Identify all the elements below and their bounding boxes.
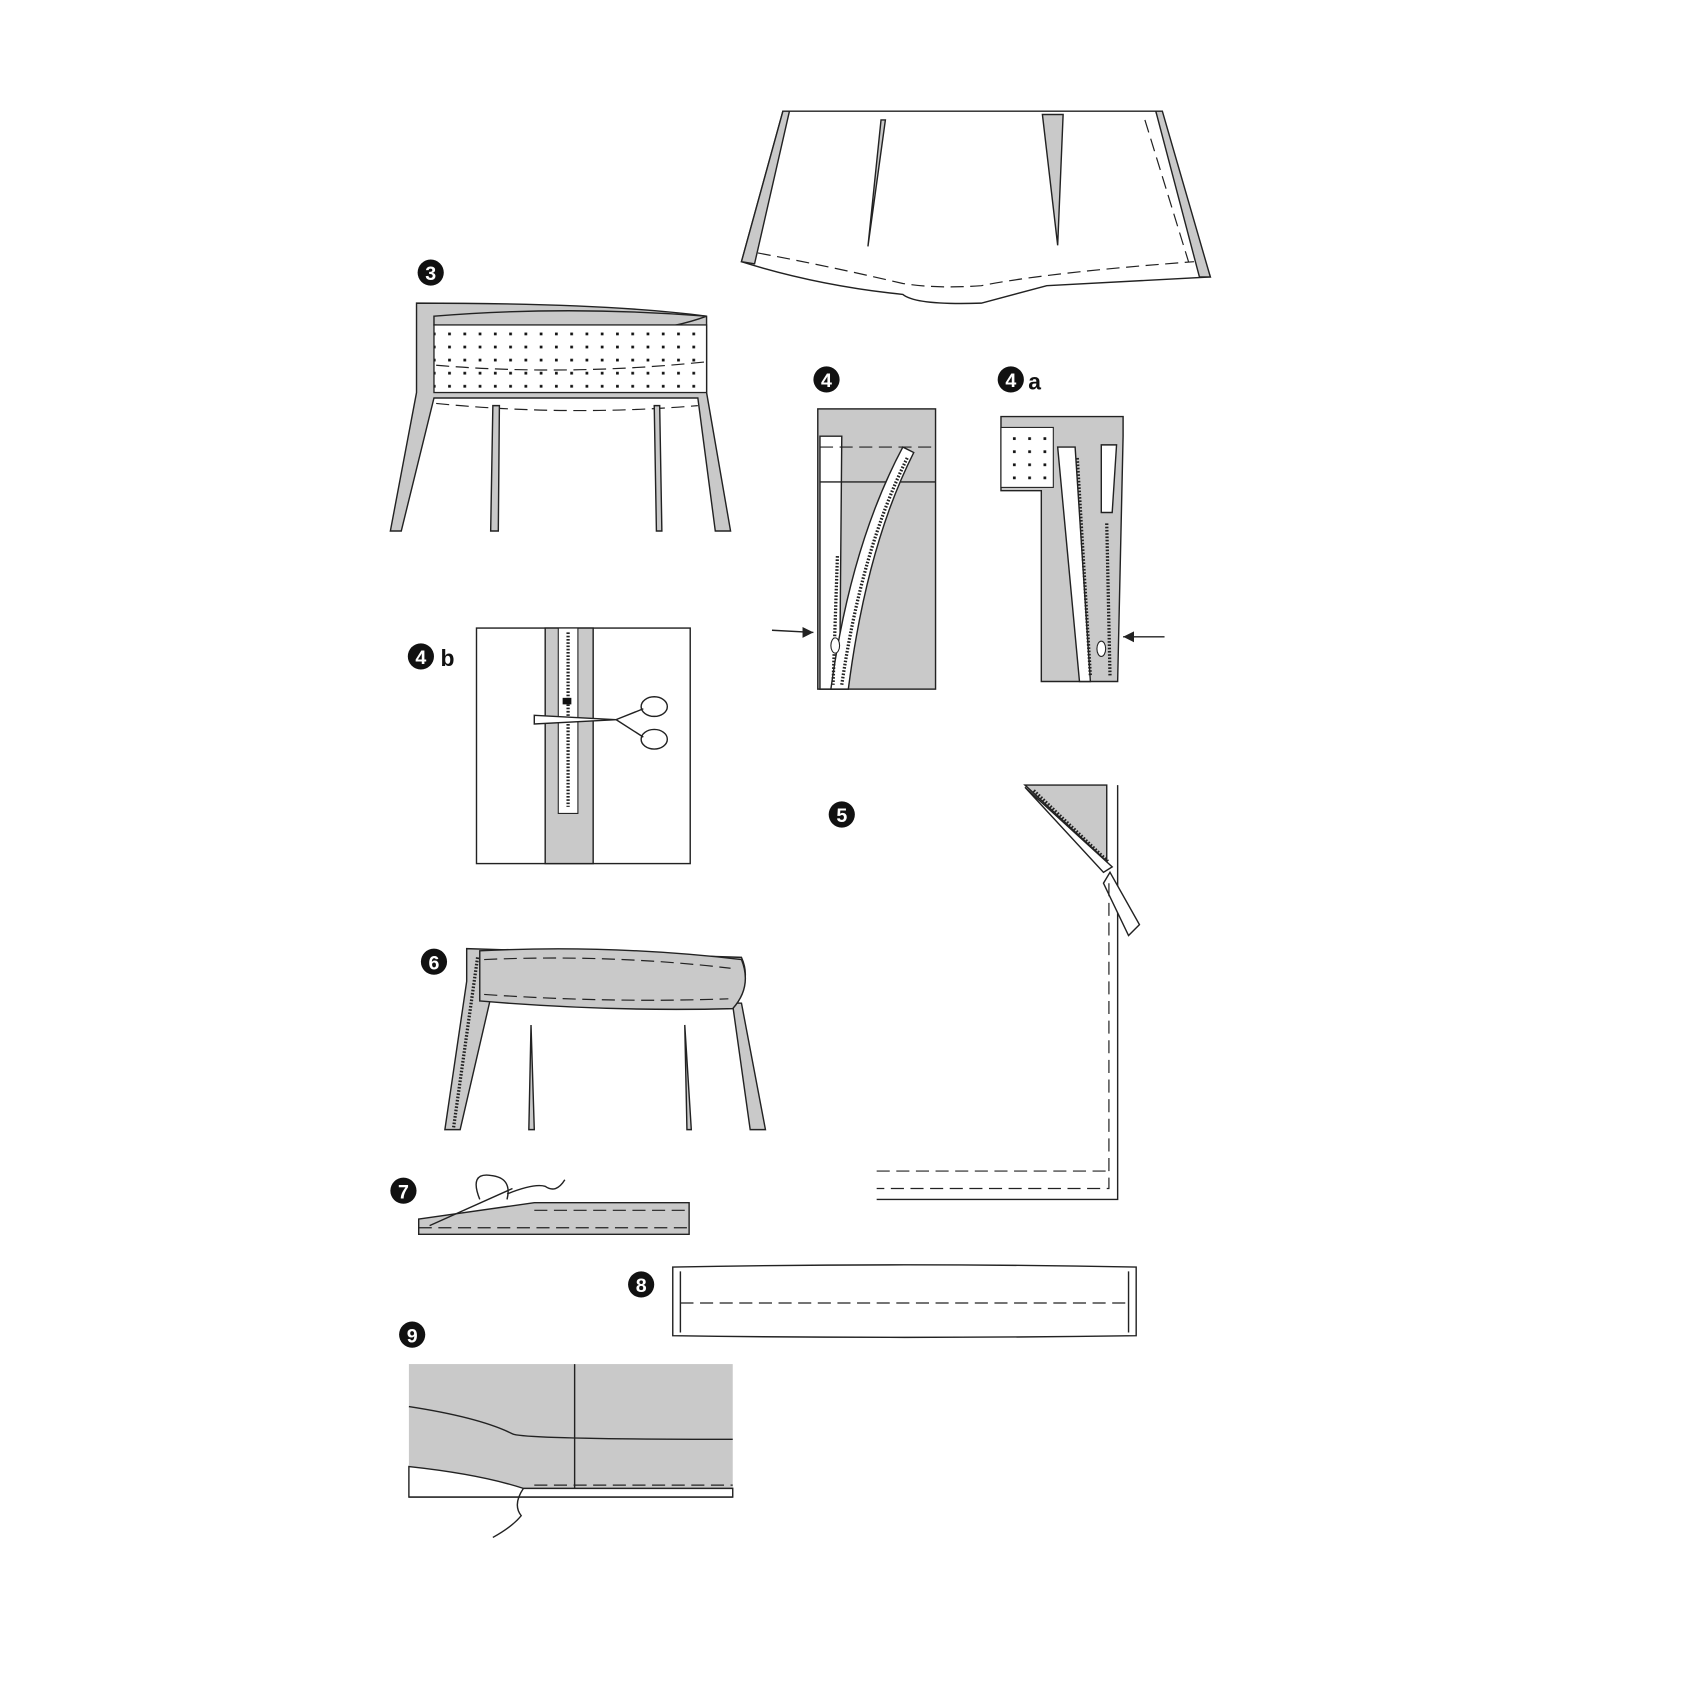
- step-5: 5: [828, 784, 1141, 1201]
- step-7-number: 7: [398, 1181, 409, 1203]
- step-4b-number: 4: [415, 647, 426, 669]
- skirt-hem-illustration: [740, 110, 1212, 305]
- step-4a-number: 4: [1005, 370, 1016, 392]
- step-4-number: 4: [821, 370, 832, 392]
- step-7: 7: [390, 1174, 690, 1236]
- step-3: 3: [389, 259, 732, 532]
- step-4b: 4 b: [407, 627, 691, 865]
- step-8-number: 8: [636, 1275, 647, 1297]
- scissors-icon: [533, 696, 669, 750]
- step-8: 8: [628, 1264, 1137, 1339]
- step-3-number: 3: [425, 263, 436, 285]
- step-4: 4: [771, 366, 937, 690]
- step-9-number: 9: [407, 1325, 418, 1347]
- step-4b-suffix: b: [441, 645, 455, 671]
- step-5-number: 5: [836, 805, 847, 827]
- step-6-number: 6: [429, 952, 440, 974]
- step-9: 9: [399, 1321, 734, 1539]
- step-6: 6: [420, 947, 767, 1131]
- step-4a-suffix: a: [1028, 368, 1041, 394]
- step-4a: 4 a: [997, 366, 1165, 683]
